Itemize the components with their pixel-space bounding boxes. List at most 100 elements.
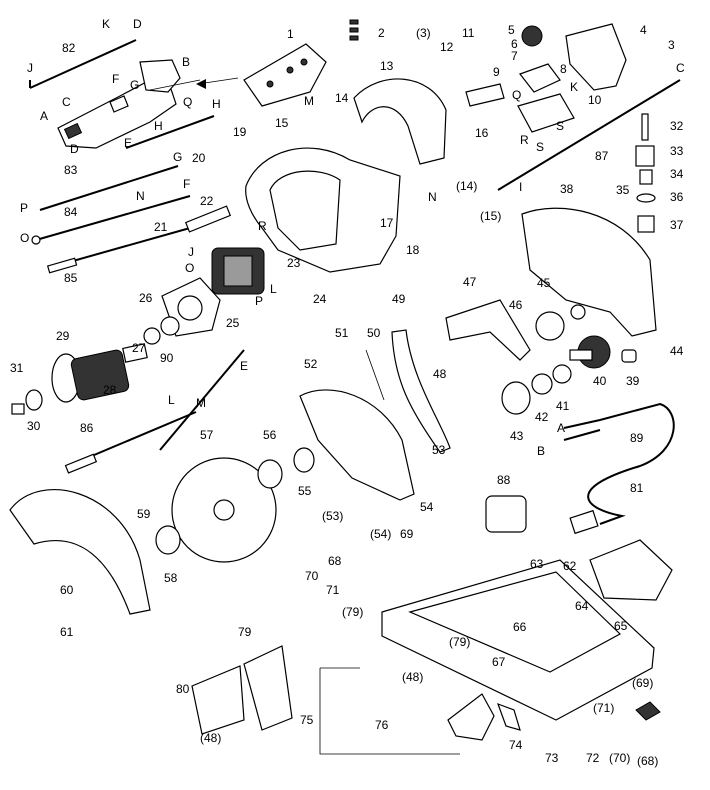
board-10: [517, 93, 575, 133]
part-label-l22: 22: [200, 194, 214, 208]
gear-bearing-46: [535, 304, 586, 341]
part-label-l3: 3: [668, 38, 675, 52]
part-label-lP2: P: [255, 294, 263, 308]
part-label-lO2: O: [185, 261, 194, 275]
part-label-lM2: M: [196, 396, 206, 410]
part-label-l38: 38: [560, 182, 574, 196]
part-label-lP1: P: [20, 201, 28, 215]
part-label-l7: 7: [511, 49, 518, 63]
part-label-lC2: C: [62, 95, 71, 109]
part-label-l49: 49: [392, 292, 406, 306]
part-label-l64: 64: [575, 599, 589, 613]
rip-fence: [191, 645, 293, 735]
part-label-l2: 2: [378, 26, 385, 40]
part-label-l73: 73: [545, 751, 559, 765]
flange-56: [257, 459, 283, 489]
part-label-lM1: M: [304, 94, 314, 108]
part-label-l54a: 54: [420, 500, 434, 514]
part-label-l40: 40: [593, 374, 607, 388]
knob-5: [521, 25, 543, 47]
part-label-l24: 24: [313, 292, 327, 306]
armature: [51, 316, 180, 403]
part-label-l3a: (3): [416, 26, 431, 40]
knob-37: [637, 215, 655, 233]
part-label-l69b: (69): [632, 676, 653, 690]
part-label-l15a: 15: [275, 116, 289, 130]
part-label-lB: B: [182, 55, 190, 69]
part-label-l69a: 69: [400, 527, 414, 541]
part-label-l50: 50: [367, 326, 381, 340]
part-label-l60: 60: [60, 583, 74, 597]
wire-85: [46, 227, 191, 274]
wire-82: [29, 39, 137, 89]
part-label-lC1: C: [676, 61, 685, 75]
ring-43: [501, 381, 531, 415]
part-label-l23: 23: [287, 256, 301, 270]
part-label-l48a: 48: [433, 367, 447, 381]
part-label-lG2: G: [173, 150, 182, 164]
part-label-lH2: H: [154, 119, 163, 133]
part-label-l55: 55: [298, 484, 312, 498]
part-label-l21: 21: [154, 220, 168, 234]
gear-40: [569, 335, 611, 369]
part-label-l14b: (14): [456, 179, 477, 193]
part-label-lQ2: Q: [183, 95, 192, 109]
part-label-l58: 58: [164, 571, 178, 585]
part-label-lD1: D: [133, 17, 142, 31]
part-label-lL2: L: [168, 393, 175, 407]
part-label-l12: 12: [440, 40, 454, 54]
part-label-lE2: E: [240, 359, 248, 373]
part-label-l26: 26: [139, 291, 153, 305]
switch-module: [243, 19, 359, 107]
part-label-l5: 5: [508, 23, 515, 37]
part-label-l70a: 70: [305, 569, 319, 583]
part-label-l6: 6: [511, 37, 518, 51]
part-label-l54b: (54): [370, 527, 391, 541]
part-label-l84: 84: [64, 205, 78, 219]
wire-87: [497, 79, 681, 191]
bushing-33: [635, 145, 655, 167]
part-label-l41: 41: [556, 399, 570, 413]
part-label-l29: 29: [56, 329, 70, 343]
part-label-l88: 88: [497, 473, 511, 487]
washer-36: [636, 193, 656, 203]
part-label-l45: 45: [537, 276, 551, 290]
part-label-l53a: 53: [432, 443, 446, 457]
part-label-l25: 25: [226, 316, 240, 330]
lower-blade-guard: [299, 389, 415, 501]
part-label-lK2: K: [570, 80, 578, 94]
motor-housing: [245, 147, 401, 273]
part-label-l71b: (71): [593, 701, 614, 715]
part-label-lO1: O: [20, 231, 29, 245]
part-label-l48b: (48): [402, 670, 423, 684]
wire-e: [159, 349, 245, 451]
spacer-39: [621, 349, 637, 363]
bolt-32: [641, 113, 649, 141]
part-label-l76: 76: [375, 718, 389, 732]
part-label-l90: 90: [160, 351, 174, 365]
bracket-75: [319, 667, 460, 755]
part-label-lQ1: Q: [512, 88, 521, 102]
base-plate: [381, 559, 655, 721]
part-label-lS1: S: [536, 140, 544, 154]
wire-83: [39, 165, 179, 211]
part-label-l83: 83: [64, 163, 78, 177]
part-label-l16: 16: [475, 126, 489, 140]
part-label-l10: 10: [588, 93, 602, 107]
part-label-l79b: 79: [238, 625, 252, 639]
part-label-l32: 32: [670, 119, 684, 133]
knob-68: [635, 701, 661, 721]
part-label-lA1: A: [40, 109, 48, 123]
cover-9: [465, 83, 505, 107]
part-label-l27: 27: [132, 341, 146, 355]
part-label-l81: 81: [630, 481, 644, 495]
part-label-lL: L: [270, 282, 277, 296]
spring-50: [365, 349, 385, 401]
wire-84: [31, 195, 191, 245]
cover-62: [589, 539, 673, 601]
part-label-lR2: R: [258, 219, 267, 233]
part-label-l72: 72: [586, 751, 600, 765]
spring-34: [639, 169, 653, 185]
switch-assembly: [57, 59, 239, 149]
